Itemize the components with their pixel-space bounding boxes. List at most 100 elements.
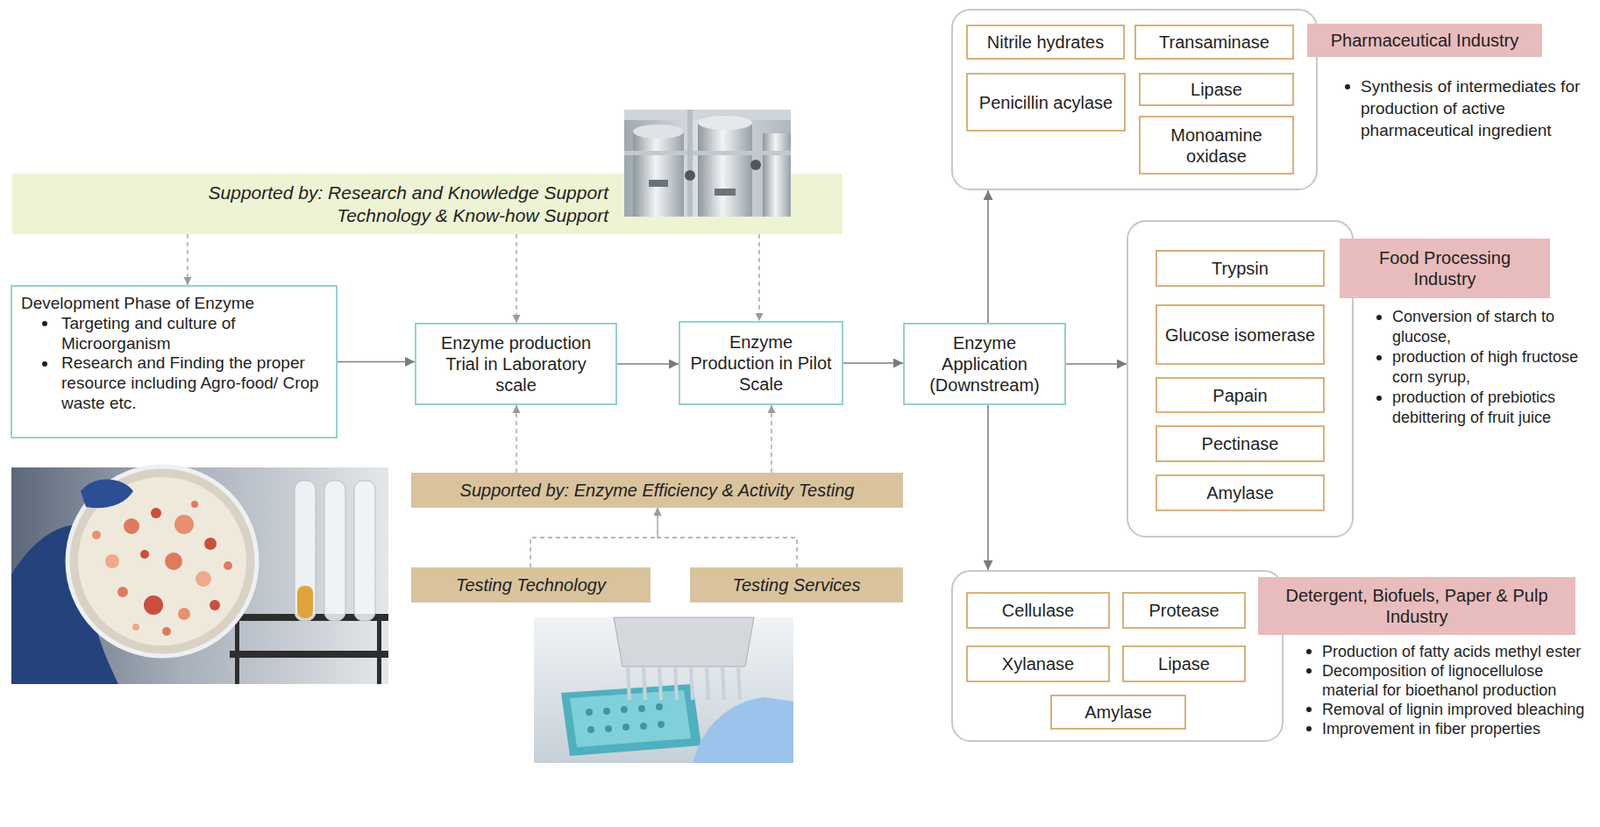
illustration-part <box>692 696 794 763</box>
support-arrow <box>758 234 760 321</box>
bullet-text: Targeting and culture of Microorganism <box>21 313 328 355</box>
note-text: Improvement in fiber properties <box>1302 718 1586 739</box>
bullet-dot <box>1306 706 1312 712</box>
node-text: Cellulase <box>1002 599 1074 621</box>
flow-arrow <box>337 361 415 363</box>
illustration-part <box>750 159 761 171</box>
illustration-part <box>587 725 595 733</box>
enzyme-box: Papain <box>1155 376 1325 413</box>
illustration-part <box>603 707 611 715</box>
note-text: Conversion of starch to glucose, <box>1372 306 1589 348</box>
illustration-part <box>697 122 753 217</box>
node-text: Nitrile hydrates <box>987 31 1104 53</box>
industry-header: Food Processing Industry <box>1339 238 1551 299</box>
node-text: Enzyme production Trial in Laboratory sc… <box>425 332 607 396</box>
support-arrow <box>770 405 772 473</box>
support-arrow <box>515 405 517 473</box>
node-text: Lipase <box>1158 653 1210 675</box>
flow-arrow <box>987 405 989 570</box>
illustration-part <box>561 683 702 756</box>
illustration-part <box>354 480 376 621</box>
illustration-part <box>92 530 101 540</box>
process-box: Enzyme Application (Downstream) <box>903 322 1067 406</box>
flow-arrow <box>987 190 989 323</box>
illustration-part <box>209 599 221 611</box>
support-band: Supported by: Enzyme Efficiency & Activi… <box>411 472 904 508</box>
petri-dish-photo <box>11 466 389 684</box>
support-arrow <box>657 507 797 568</box>
enzyme-box: Amylase <box>1155 474 1325 512</box>
illustration-part <box>140 549 150 559</box>
support-band: Testing Services <box>689 567 904 603</box>
enzyme-box: Transaminase <box>1134 24 1295 60</box>
industry-group: Pharmaceutical IndustryNitrile hydratesT… <box>951 8 1318 191</box>
illustration-part <box>67 466 257 656</box>
process-box: Enzyme Production in Pilot Scale <box>678 320 844 406</box>
illustration-part <box>648 179 669 187</box>
enzyme-box: Glucose isomerase <box>1155 304 1325 365</box>
bullet-dot <box>1376 314 1382 320</box>
illustration-part <box>177 607 191 620</box>
header-text: Food Processing Industry <box>1346 247 1544 290</box>
illustration-part <box>632 131 684 217</box>
process-box: Development Phase of EnzymeTargeting and… <box>10 284 338 439</box>
enzyme-box: Monoamine oxidase <box>1138 115 1295 175</box>
enzyme-box: Penicillin acylase <box>966 72 1126 132</box>
illustration-part <box>162 626 171 636</box>
illustration-part <box>697 115 753 130</box>
enzyme-box: Lipase <box>1138 72 1295 107</box>
enzyme-box: Amylase <box>1050 694 1187 730</box>
illustration-part <box>229 650 389 658</box>
illustration-part <box>143 595 164 615</box>
support-arrow <box>515 234 517 323</box>
illustration-part <box>174 514 194 534</box>
enzyme-box: Trypsin <box>1155 249 1325 287</box>
illustration-part <box>655 703 663 711</box>
bullet-dot <box>1376 355 1382 361</box>
industry-header: Detergent, Biofuels, Paper & Pulp Indust… <box>1258 576 1576 635</box>
header-text: Detergent, Biofuels, Paper & Pulp Indust… <box>1265 584 1569 627</box>
bullet-list: Conversion of starch to glucose,producti… <box>1372 306 1589 428</box>
illustration-part <box>657 720 665 728</box>
note-text: Synthesis of intermediates for productio… <box>1341 75 1587 142</box>
note-text: production of high fructose corn syrup, <box>1372 347 1589 388</box>
flow-arrow <box>843 362 904 364</box>
flow-arrow <box>1066 362 1127 365</box>
illustration-part <box>762 133 791 217</box>
illustration-part <box>613 617 754 667</box>
illustration-part <box>78 476 247 646</box>
enzyme-box: Cellulase <box>966 591 1110 629</box>
illustration-part <box>627 666 740 700</box>
illustration-part <box>132 623 140 631</box>
enzyme-box: Xylanase <box>966 645 1110 683</box>
industry-header: Pharmaceutical Industry <box>1307 23 1543 57</box>
illustration-part <box>714 188 736 196</box>
bullet-dot <box>42 361 48 367</box>
node-text: Amylase <box>1084 701 1152 723</box>
bullet-list: Synthesis of intermediates for productio… <box>1341 75 1587 142</box>
bullet-dot <box>1344 84 1351 90</box>
illustration-part <box>195 570 212 587</box>
illustration-part <box>117 586 128 598</box>
illustration-part <box>604 725 612 733</box>
illustration-part <box>294 480 316 621</box>
illustration-part <box>376 613 382 684</box>
enzyme-box: Nitrile hydrates <box>966 24 1125 60</box>
illustration-part <box>620 705 628 713</box>
illustration-part <box>533 617 794 763</box>
enzyme-box: Lipase <box>1122 645 1246 683</box>
illustration-part <box>624 150 791 156</box>
process-box: Enzyme production Trial in Laboratory sc… <box>414 322 618 406</box>
industry-group: Food Processing IndustryTrypsinGlucose i… <box>1126 220 1354 538</box>
node-text: Amylase <box>1206 482 1274 504</box>
illustration-part <box>684 170 696 181</box>
support-arrow <box>530 507 658 568</box>
flow-arrow <box>617 362 679 365</box>
illustration-part <box>622 723 630 731</box>
illustration-part <box>687 109 693 217</box>
node-text: Papain <box>1212 384 1267 406</box>
illustration-part <box>164 552 183 570</box>
bullet-dot <box>1306 648 1312 655</box>
node-text: Supported by: Research and Knowledge Sup… <box>143 181 609 226</box>
